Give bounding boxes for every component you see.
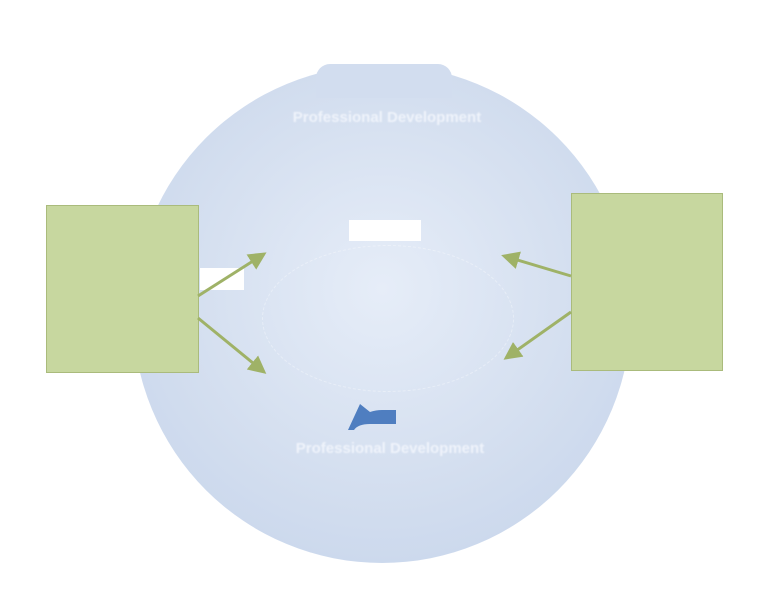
curved-arrow-icon xyxy=(348,404,396,430)
top-title: Professional Development xyxy=(292,109,482,126)
right-callout-box xyxy=(571,193,723,371)
left-callout-box xyxy=(46,205,199,373)
connector-left-to-top-node xyxy=(197,252,267,298)
circle-top-tab xyxy=(316,64,452,98)
connector-right-to-top-node xyxy=(501,251,572,278)
cycle-ring xyxy=(262,245,514,392)
connector-left-to-bottom-node xyxy=(197,316,267,374)
blank-label-box-top xyxy=(349,220,421,241)
bottom-title: Professional Development xyxy=(295,440,485,457)
connector-right-to-bottom-node xyxy=(503,310,572,360)
